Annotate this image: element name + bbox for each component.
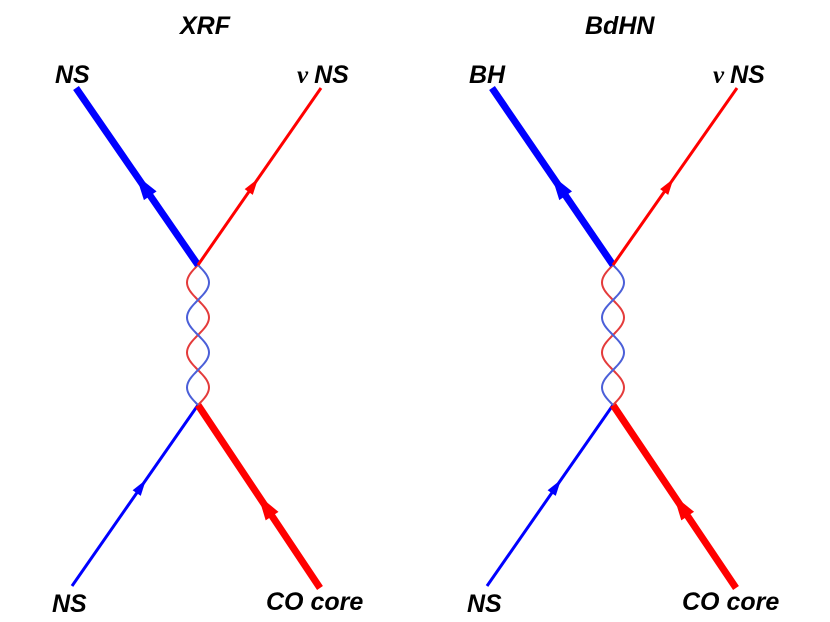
bdhn-top-right-text: NS [730, 61, 765, 89]
outgoing-nu-ns-arrow [244, 178, 258, 195]
incoming-co-core-arrow [258, 495, 279, 521]
xrf-top-right-text: NS [314, 61, 349, 89]
bdhn-bottom-left-label: NS [467, 590, 502, 618]
outgoing-nu-ns-line [611, 87, 739, 266]
outgoing-left-arrow [135, 174, 157, 201]
nu-symbol: ν [297, 62, 309, 89]
bdhn-top-left-label: BH [469, 61, 506, 89]
interaction-helix-blue [600, 264, 626, 406]
xrf-top-left-label: NS [55, 61, 90, 89]
outgoing-nu-ns-arrow [660, 178, 674, 195]
bdhn-panel [485, 86, 739, 590]
xrf-bottom-left-label: NS [52, 590, 87, 618]
bdhn-title: BdHN [585, 12, 655, 40]
xrf-title: XRF [180, 12, 230, 40]
incoming-ns-line [485, 404, 615, 587]
nu-symbol: ν [713, 62, 725, 89]
xrf-panel [70, 86, 323, 590]
xrf-bottom-right-label: CO core [266, 588, 364, 616]
incoming-ns-line [70, 404, 200, 587]
outgoing-nu-ns-line [196, 87, 323, 266]
interaction-helix-blue [185, 264, 211, 406]
incoming-co-core-arrow [673, 495, 695, 521]
incoming-ns-arrow [547, 479, 561, 496]
bdhn-bottom-right-label: CO core [682, 588, 780, 616]
incoming-ns-arrow [132, 479, 146, 496]
outgoing-left-arrow [551, 174, 573, 201]
